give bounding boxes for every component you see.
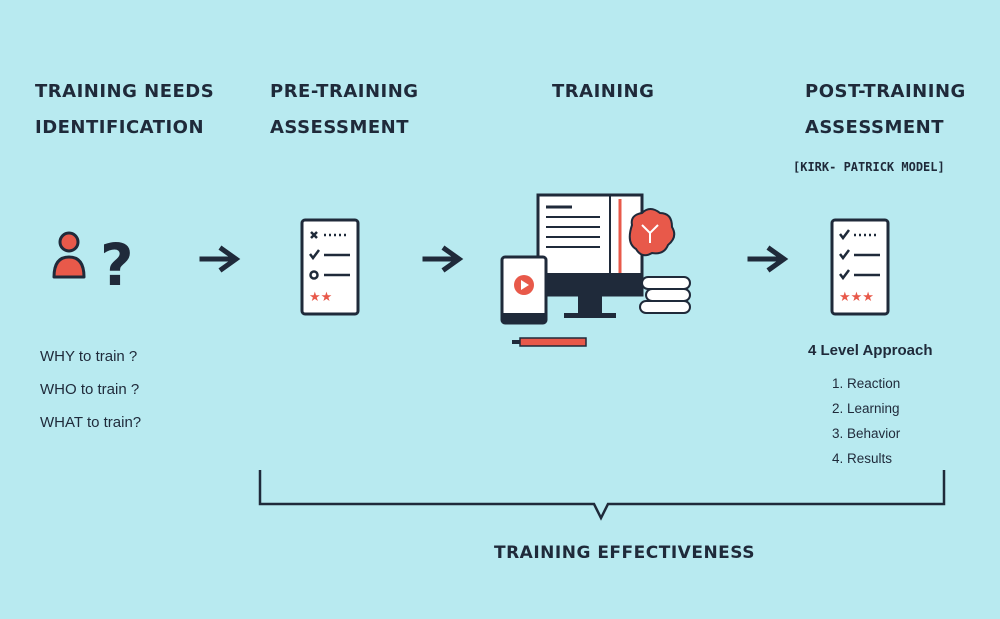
svg-text:★★★: ★★★ xyxy=(839,290,874,305)
stage-title-line: TRAINING xyxy=(552,81,655,102)
list-item: 1. Reaction xyxy=(832,376,901,391)
stage-title-line: IDENTIFICATION xyxy=(35,117,205,138)
effectiveness-bracket xyxy=(258,470,946,521)
stage-title-line: POST-TRAINING xyxy=(805,81,966,102)
arrow-right-icon xyxy=(199,245,241,273)
stage-title-line: ASSESSMENT xyxy=(270,117,410,138)
stage-title-post-training: POST-TRAINING ASSESSMENT xyxy=(805,74,966,146)
training-devices-illustration xyxy=(500,193,691,347)
list-item: 2. Learning xyxy=(832,401,900,416)
stage-title-line: TRAINING NEEDS xyxy=(35,81,215,102)
arrow-right-icon xyxy=(422,245,464,273)
svg-text:★★: ★★ xyxy=(309,290,332,305)
svg-text:?: ? xyxy=(100,231,134,299)
stage-title-training: TRAINING xyxy=(552,74,654,110)
stage-title-pre-training: PRE-TRAINING ASSESSMENT xyxy=(270,74,419,146)
list-item: 4. Results xyxy=(832,451,893,466)
questions-list: WHY to train ? WHO to train ? WHAT to tr… xyxy=(40,340,141,439)
stage-title-line: PRE-TRAINING xyxy=(270,81,419,102)
checklist-icon: ★★★ xyxy=(830,218,890,316)
arrow-right-icon xyxy=(747,245,789,273)
approach-title: 4 Level Approach xyxy=(808,342,933,359)
list-item: WHY to train ? xyxy=(40,348,138,365)
list-item: 3. Behavior xyxy=(832,426,901,441)
list-item: WHO to train ? xyxy=(40,381,140,398)
list-item: WHAT to train? xyxy=(40,414,142,431)
checklist-icon: ★★ xyxy=(300,218,360,316)
stage-title-line: ASSESSMENT xyxy=(805,117,945,138)
approach-levels-list: 1. Reaction 2. Learning 3. Behavior 4. R… xyxy=(832,371,900,471)
bracket-label: TRAINING EFFECTIVENESS xyxy=(494,543,756,563)
stage-title-needs-identification: TRAINING NEEDS IDENTIFICATION xyxy=(35,74,214,146)
kirkpatrick-model-note: [KIRK- PATRICK MODEL] xyxy=(793,160,945,174)
person-question-icon: ? xyxy=(52,231,134,299)
